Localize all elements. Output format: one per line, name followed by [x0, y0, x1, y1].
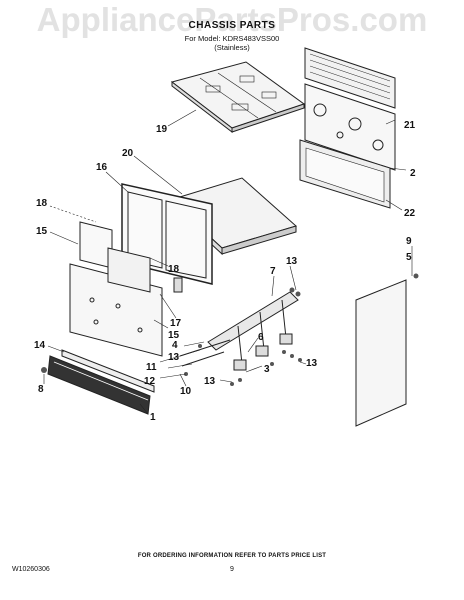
callout: 3 — [264, 364, 270, 375]
finish-line: (Stainless) — [214, 43, 250, 52]
part-inner-door-panel — [69, 247, 163, 357]
callout: 16 — [96, 162, 108, 173]
page-number: 9 — [230, 566, 234, 573]
part-rear-panel — [304, 47, 396, 171]
part-bracket — [173, 277, 183, 293]
model-line: For Model: KDRS483VSS00 — [184, 34, 280, 43]
callout: 17 — [170, 318, 182, 329]
part-top-plate — [170, 61, 306, 134]
callout: 22 — [404, 208, 416, 219]
callout: 21 — [404, 120, 416, 131]
fasteners — [41, 273, 419, 386]
callout: 5 — [406, 252, 412, 263]
callout: 12 — [144, 376, 156, 387]
callout: 15 — [36, 226, 48, 237]
document-number: W10260306 — [12, 566, 50, 573]
page-title: CHASSIS PARTS — [188, 20, 276, 31]
ordering-note: FOR ORDERING INFORMATION REFER TO PARTS … — [137, 553, 327, 559]
leader-lines — [43, 109, 413, 415]
callout: 9 — [406, 236, 412, 247]
part-rear-cover — [299, 139, 391, 209]
callout: 20 — [122, 148, 134, 159]
callout: 2 — [410, 168, 416, 179]
callout: 13 — [286, 256, 298, 267]
callout: 14 — [34, 340, 46, 351]
callout: 15 — [168, 330, 180, 341]
callout: 19 — [156, 124, 168, 135]
part-manifold — [179, 291, 299, 371]
callout: 4 — [172, 340, 178, 351]
callout: 13 — [306, 358, 318, 369]
callout: 10 — [180, 386, 192, 397]
callout: 1 — [150, 412, 156, 423]
part-door-handle — [47, 349, 155, 415]
callout: 18 — [36, 198, 48, 209]
watermark: AppliancePartsPros.com — [36, 1, 428, 38]
callout: 18 — [168, 264, 180, 275]
callout-labels: 19 21 2 20 16 22 18 15 9 5 7 13 18 17 15… — [34, 120, 416, 423]
model-subtitle: For Model: KDRS483VSS00 (Stainless) — [0, 34, 464, 52]
part-side-panel — [355, 279, 407, 427]
callout: 13 — [168, 352, 180, 363]
callout: 13 — [204, 376, 216, 387]
part-window-glass — [79, 221, 113, 269]
callout: 11 — [146, 362, 157, 373]
callout: 7 — [270, 266, 276, 277]
callout: 8 — [38, 384, 44, 395]
callout: 6 — [258, 332, 264, 343]
